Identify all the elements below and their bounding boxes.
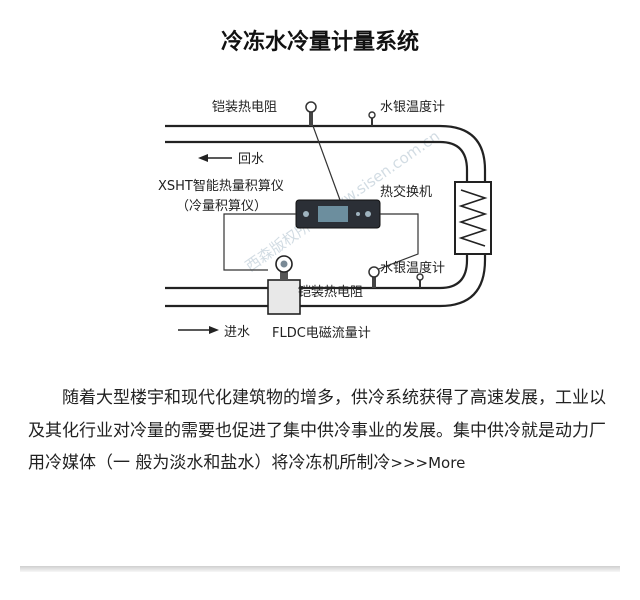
signal-wire-left: [223, 213, 296, 271]
return-arrow: [198, 154, 232, 162]
cooling-system-diagram: 西森版权所有 www.sisen.com.cn: [158, 99, 492, 341]
page-title: 冷冻水冷量计量系统: [220, 29, 419, 55]
label-thermometer-bottom: 水银温度计: [380, 260, 445, 276]
label-rtd-top: 铠装热电阻: [212, 99, 277, 115]
label-inlet-water: 进水: [224, 325, 250, 340]
calculator-device: [295, 199, 381, 229]
label-return-water: 回水: [238, 152, 264, 167]
flowmeter: [267, 255, 301, 315]
more-link[interactable]: >>>More: [390, 454, 466, 472]
label-flowmeter: FLDC电磁流量计: [272, 326, 371, 341]
heat-exchanger-coil: [458, 189, 488, 247]
thermometer-top: [368, 111, 376, 126]
rtd-sensor-bottom: [368, 266, 380, 288]
label-calculator-line1: XSHT智能热量积算仪: [158, 179, 284, 194]
signal-wire-top-rtd: [312, 125, 341, 201]
article-body: 随着大型楼宇和现代化建筑物的增多，供冷系统获得了高速发展，工业以及其化行业对冷量…: [28, 382, 618, 480]
article-text: 随着大型楼宇和现代化建筑物的增多，供冷系统获得了高速发展，工业以及其化行业对冷量…: [28, 388, 606, 473]
return-pipe: [165, 124, 487, 308]
inlet-arrow: [178, 326, 219, 334]
label-calculator-line2: （冷量积算仪）: [176, 199, 267, 214]
thermometer-bottom: [416, 273, 424, 288]
label-thermometer-top: 水银温度计: [380, 99, 445, 115]
article-paragraph: 随着大型楼宇和现代化建筑物的增多，供冷系统获得了高速发展，工业以及其化行业对冷量…: [28, 382, 618, 480]
rtd-sensor-top: [305, 101, 317, 126]
label-rtd-bottom: 铠装热电阻: [298, 284, 363, 300]
label-heat-exchanger: 热交换机: [380, 184, 432, 200]
signal-wire-right: [375, 213, 419, 271]
bottom-divider: [20, 566, 620, 572]
